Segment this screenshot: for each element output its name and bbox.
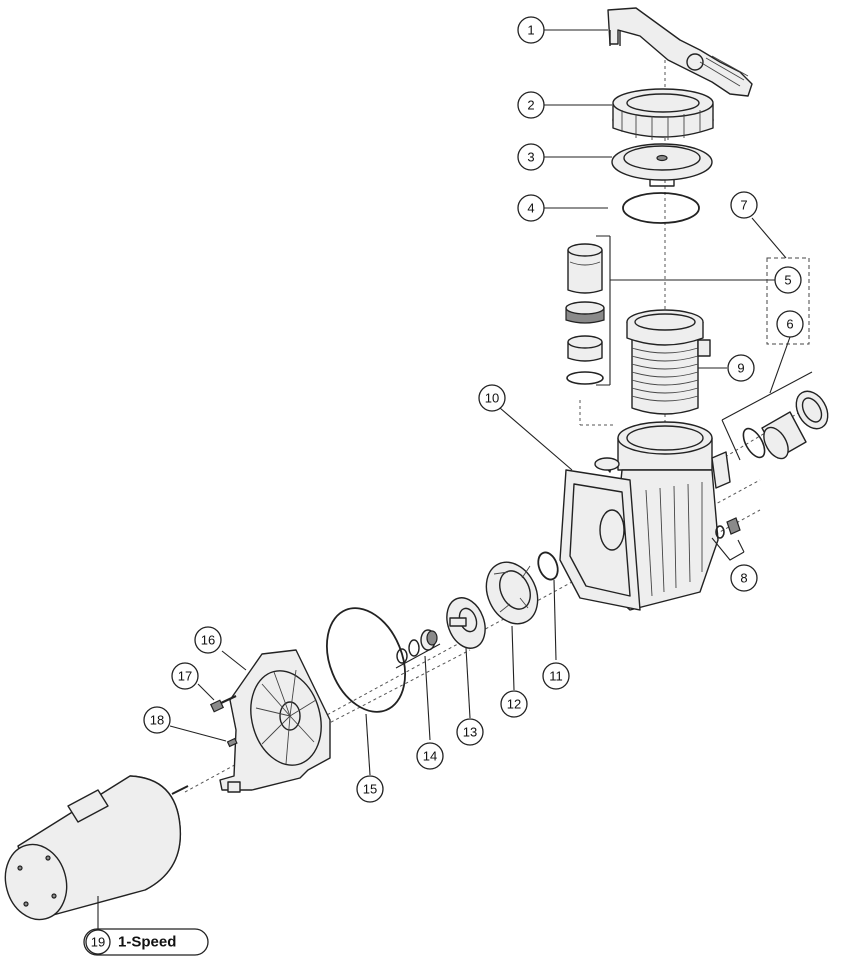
part-12-diffuser	[485, 561, 539, 691]
part-1-lock-handle	[607, 7, 753, 97]
svg-text:14: 14	[423, 749, 437, 764]
svg-text:9: 9	[737, 361, 744, 376]
part-15-seal-plate-gasket	[326, 607, 406, 776]
part-9-strainer-basket	[626, 309, 727, 415]
svg-text:18: 18	[150, 713, 164, 728]
callout-9: 9	[727, 354, 755, 382]
callout-4: 4	[517, 194, 545, 222]
callout-6: 6	[776, 310, 804, 338]
svg-text:12: 12	[507, 697, 521, 712]
callout-3: 3	[517, 143, 545, 171]
svg-text:2: 2	[527, 98, 534, 113]
svg-text:10: 10	[485, 391, 499, 406]
motor-speed-label: 1-Speed	[118, 934, 176, 951]
callout-13: 13	[456, 718, 484, 746]
svg-text:13: 13	[463, 725, 477, 740]
callout-5: 5	[774, 266, 802, 294]
svg-text:11: 11	[549, 669, 563, 684]
svg-text:16: 16	[201, 633, 215, 648]
svg-text:1: 1	[527, 23, 534, 38]
part-6-union-fittings	[721, 336, 829, 461]
callout-7: 7	[730, 191, 758, 219]
callouts: 1 2 3 4 5 6 7 8 9 10 11 12 13 14 15 16 1…	[83, 16, 804, 956]
part-14-shaft-seal	[395, 629, 441, 741]
svg-text:17: 17	[178, 669, 192, 684]
svg-text:19: 19	[91, 935, 105, 950]
svg-text:5: 5	[784, 273, 791, 288]
part-13-impeller	[446, 597, 486, 719]
callout-11: 11	[542, 662, 570, 690]
part-10-pump-housing	[499, 407, 731, 611]
callout-15: 15	[356, 775, 384, 803]
callout-17: 17	[171, 662, 199, 690]
callout-8: 8	[730, 564, 758, 592]
part-17-bolt	[197, 683, 237, 713]
callout-10: 10	[478, 384, 506, 412]
callout-1: 1	[517, 16, 545, 44]
part-11-diffuser-o-ring	[537, 551, 559, 661]
svg-text:7: 7	[740, 198, 747, 213]
part-3-lid	[611, 143, 713, 187]
part-5-adapter-stack	[565, 235, 775, 386]
svg-text:15: 15	[363, 782, 377, 797]
svg-text:8: 8	[740, 571, 747, 586]
callout-2: 2	[517, 91, 545, 119]
svg-text:6: 6	[786, 317, 793, 332]
svg-text:4: 4	[527, 201, 534, 216]
svg-text:3: 3	[527, 150, 534, 165]
part-16-seal-plate	[219, 649, 331, 793]
part-4-lid-o-ring	[622, 192, 700, 224]
callout-18: 18	[143, 706, 171, 734]
part-19-motor	[4, 775, 189, 930]
callout-12: 12	[500, 690, 528, 718]
callout-19-motor-label: 19 1-Speed	[83, 928, 209, 956]
callout-16: 16	[194, 626, 222, 654]
part-8-drain-plug	[711, 517, 745, 561]
part-2-lid-ring	[612, 88, 714, 140]
part-18-key	[169, 725, 238, 748]
callout-14: 14	[416, 742, 444, 770]
